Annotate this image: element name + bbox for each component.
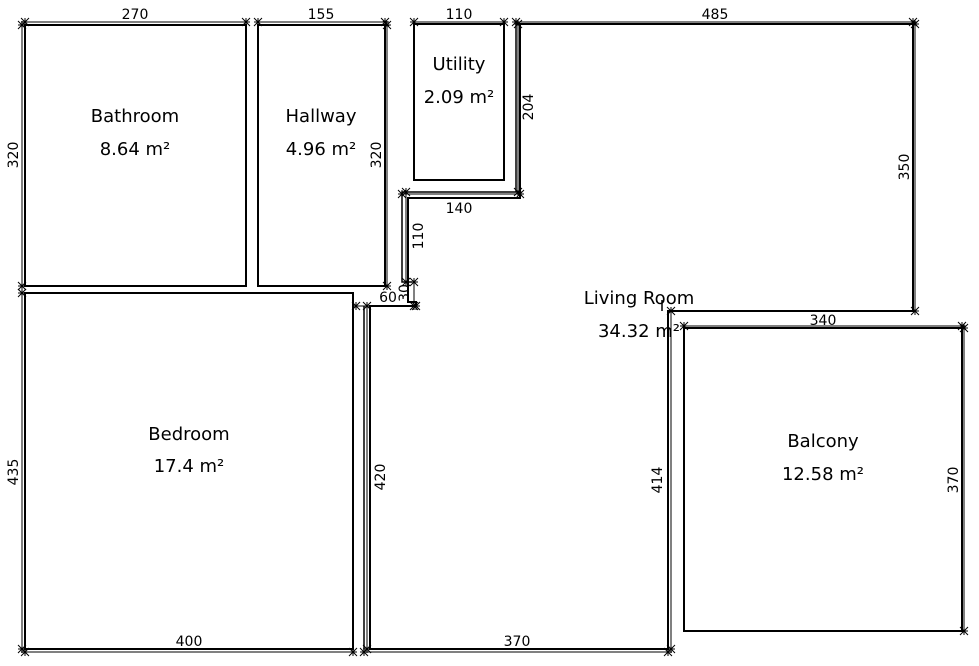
utility-area: 2.09 m² — [424, 87, 495, 108]
living-room-inner-wall-right — [661, 300, 669, 649]
hallway-outline — [257, 24, 386, 287]
living-room-area: 34.32 m² — [598, 321, 680, 342]
hallway-area: 4.96 m² — [286, 139, 357, 160]
dim-living-notch-width: 60 — [379, 290, 397, 306]
dim-living-step-height: 204 — [521, 94, 537, 121]
dim-balcony-width: 340 — [810, 313, 837, 329]
balcony-area: 12.58 m² — [782, 464, 864, 485]
dim-living-notch-small: 30 — [397, 284, 413, 302]
hallway-name: Hallway — [286, 106, 357, 127]
bathroom-area: 8.64 m² — [100, 139, 171, 160]
dim-bathroom-width: 270 — [122, 7, 149, 23]
utility-outline — [413, 23, 505, 181]
dim-living-left-height: 420 — [373, 464, 389, 491]
dim-balcony-height: 370 — [946, 467, 962, 494]
dim-bathroom-height: 320 — [6, 142, 22, 169]
balcony-outline — [683, 327, 963, 632]
bedroom-name: Bedroom — [148, 424, 229, 445]
dim-hallway-height: 320 — [369, 142, 385, 169]
dim-utility-width: 110 — [446, 7, 473, 23]
room-labels: Bathroom 8.64 m² Hallway 4.96 m² Utility… — [91, 54, 864, 485]
bathroom-name: Bathroom — [91, 106, 179, 127]
dim-hallway-width: 155 — [308, 7, 335, 23]
dim-living-right-height: 350 — [897, 154, 913, 181]
dim-living-inner-height: 414 — [650, 467, 666, 494]
dim-bedroom-height: 435 — [6, 459, 22, 486]
dimension-labels: 270 155 110 485 320 320 204 350 140 110 … — [6, 7, 962, 650]
living-room-name: Living Room — [584, 288, 695, 309]
dim-living-notch-height: 110 — [411, 223, 427, 250]
balcony-name: Balcony — [787, 431, 859, 452]
bathroom-outline — [24, 24, 247, 287]
dimension-ticks — [17, 17, 969, 657]
walls — [24, 23, 963, 650]
dim-living-bottom-width: 370 — [504, 634, 531, 650]
dim-living-step-width: 140 — [446, 201, 473, 217]
dim-living-top-width: 485 — [702, 7, 729, 23]
bedroom-outline — [24, 292, 354, 650]
bedroom-area: 17.4 m² — [154, 456, 225, 477]
utility-name: Utility — [433, 54, 486, 75]
dim-bedroom-width: 400 — [176, 634, 203, 650]
